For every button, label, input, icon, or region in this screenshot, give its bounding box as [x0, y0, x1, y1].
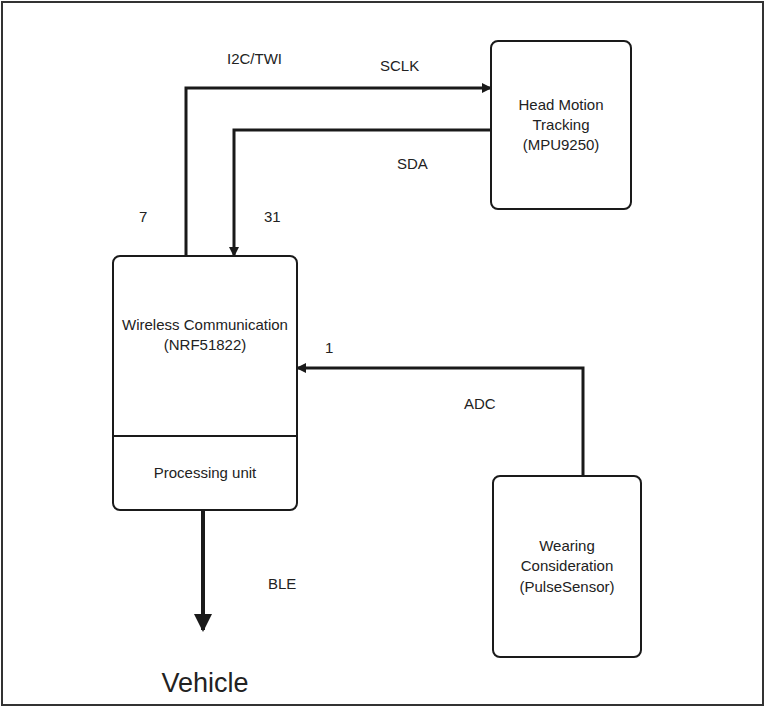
signal-name: SCLK: [378, 57, 421, 74]
node-text: Head Motion Tracking (MPU9250): [500, 95, 622, 156]
pin-number: 31: [262, 208, 283, 225]
signal-wire: [186, 88, 490, 255]
node-text: Wearing Consideration (PulseSensor): [502, 536, 632, 597]
node-text: Wireless Communication (NRF51822): [122, 315, 288, 356]
wireless-link-arrow: [201, 509, 205, 630]
processing-section: Processing unit: [114, 435, 296, 509]
link-name: BLE: [266, 575, 298, 592]
text-holder: Head Motion Tracking (MPU9250): [500, 95, 622, 156]
pin-number: 1: [323, 339, 335, 356]
signal-name: SDA: [395, 155, 430, 172]
text-holder: Vehicle: [161, 665, 248, 701]
signal-wire: [298, 368, 583, 475]
sensor-box: Head Motion Tracking (MPU9250): [490, 40, 632, 210]
bus-name: I2C/TWI: [225, 50, 284, 67]
text-holder: Wearing Consideration (PulseSensor): [502, 536, 632, 597]
node-text: Processing unit: [154, 463, 257, 483]
text-holder: Wireless Communication (NRF51822): [122, 315, 288, 356]
vehicle-text-node: Vehicle: [125, 630, 285, 707]
pin-number: 7: [137, 208, 149, 225]
sensor-box: Wearing Consideration (PulseSensor): [492, 475, 642, 658]
text-holder: Processing unit: [154, 463, 257, 483]
signal-name: ADC: [462, 395, 498, 412]
module-box: Wireless Communication (NRF51822) Process…: [112, 255, 298, 511]
node-text: Vehicle: [161, 665, 248, 701]
signal-wire: [234, 130, 490, 255]
